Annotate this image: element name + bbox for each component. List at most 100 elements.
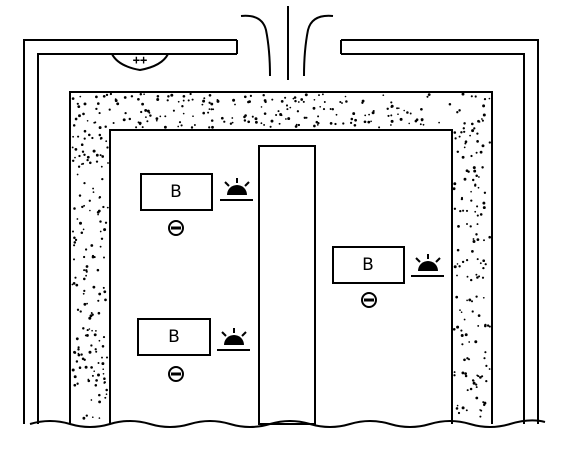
insulation-dot <box>488 235 491 239</box>
insulation-dot <box>82 292 85 295</box>
insulation-dot <box>462 127 465 130</box>
insulation-dot <box>459 209 462 213</box>
insulation-dot <box>399 117 403 121</box>
insulation-dot <box>159 115 162 118</box>
insulation-dot <box>456 263 459 265</box>
negative-charge-icon <box>361 292 377 308</box>
insulation-dot <box>480 409 483 412</box>
insulation-dot <box>473 169 477 173</box>
insulation-dot <box>84 365 88 369</box>
insulation-dot <box>89 161 92 165</box>
insulation-dot <box>203 97 206 100</box>
insulation-dot <box>419 123 422 126</box>
box-label: B <box>168 327 180 347</box>
insulation-dot <box>86 302 88 305</box>
insulation-dot <box>72 282 76 285</box>
glowing-light-icon <box>411 254 444 277</box>
insulation-dot <box>97 209 101 213</box>
insulation-dot <box>82 228 85 231</box>
insulation-dot <box>83 289 86 293</box>
insulation-dot <box>482 201 486 205</box>
insulation-dot <box>462 209 465 212</box>
insulation-dot <box>77 135 80 138</box>
insulation-dot <box>177 100 180 103</box>
insulation-dot <box>469 134 471 137</box>
insulation-dot <box>90 366 93 369</box>
insulation-dot <box>80 143 84 146</box>
insulation-dot <box>286 108 289 111</box>
insulation-dot <box>458 265 461 268</box>
insulation-dot <box>409 112 412 115</box>
insulation-dot <box>453 371 456 374</box>
insulation-dot <box>390 114 393 117</box>
insulation-dot <box>484 323 487 327</box>
insulation-dot <box>141 126 144 129</box>
insulation-dot <box>350 117 354 121</box>
insulation-dot <box>144 116 147 119</box>
insulation-dot <box>339 100 342 104</box>
insulation-dot <box>460 334 464 337</box>
insulation-dot <box>251 115 254 118</box>
insulation-dot <box>390 119 394 123</box>
insulation-dot <box>99 220 102 223</box>
insulation-dot <box>73 236 76 240</box>
insulation-dot <box>481 119 484 122</box>
insulation-dot <box>211 125 214 129</box>
insulation-dot <box>482 259 486 263</box>
insulation-dot <box>83 137 86 140</box>
insulation-dot <box>146 109 150 113</box>
insulation-dot <box>345 100 348 103</box>
insulation-dot <box>472 238 475 240</box>
insulation-dot <box>334 122 337 126</box>
insulation-dot <box>81 205 84 209</box>
insulation-dot <box>382 94 385 97</box>
insulation-dot <box>456 248 460 252</box>
insulation-dot <box>85 265 89 268</box>
insulation-dot <box>456 150 460 154</box>
insulation-dot <box>155 117 159 120</box>
insulation-dot <box>271 98 274 101</box>
insulation-dot <box>422 123 425 126</box>
insulation-dot <box>105 393 108 396</box>
insulation-dot <box>312 106 316 110</box>
insulation-dot <box>82 255 86 259</box>
insulation-dot <box>483 191 487 194</box>
insulation-dot <box>485 379 488 383</box>
insulation-dot <box>481 144 485 148</box>
insulation-dot <box>463 146 466 149</box>
insulation-dot <box>243 119 247 122</box>
insulation-dot <box>73 351 77 354</box>
insulation-dot <box>178 121 182 124</box>
insulation-dot <box>254 117 258 121</box>
insulation-dot <box>313 98 316 101</box>
insulation-dot <box>202 111 205 115</box>
insulation-dot <box>323 101 326 103</box>
insulation-dot <box>482 104 486 108</box>
insulation-dot <box>79 221 82 225</box>
insulation-dot <box>478 121 481 123</box>
insulation-dot <box>77 353 81 357</box>
insulation-dot <box>305 116 308 119</box>
insulation-dot <box>182 94 186 98</box>
glowing-light-icon <box>220 178 253 201</box>
insulation-dot <box>72 124 76 127</box>
insulation-dot <box>97 311 101 315</box>
top-connector <box>240 6 334 80</box>
insulation-dot <box>277 110 280 113</box>
insulation-dot <box>95 330 97 332</box>
insulation-dot <box>83 277 86 281</box>
insulation-dot <box>98 417 101 419</box>
insulation-dot <box>85 274 87 277</box>
insulation-dot <box>476 374 479 377</box>
insulation-dot <box>285 104 289 107</box>
insulation-dot <box>352 112 356 116</box>
insulation-dot <box>98 292 102 296</box>
insulation-dot <box>75 337 79 341</box>
insulation-dot <box>471 250 474 253</box>
insulation-dot <box>464 140 468 143</box>
insulation-dot <box>90 244 94 247</box>
charge-box: B <box>137 318 211 356</box>
insulation-dot <box>408 122 411 125</box>
insulation-dot <box>95 379 98 382</box>
insulation-dot <box>479 415 482 418</box>
